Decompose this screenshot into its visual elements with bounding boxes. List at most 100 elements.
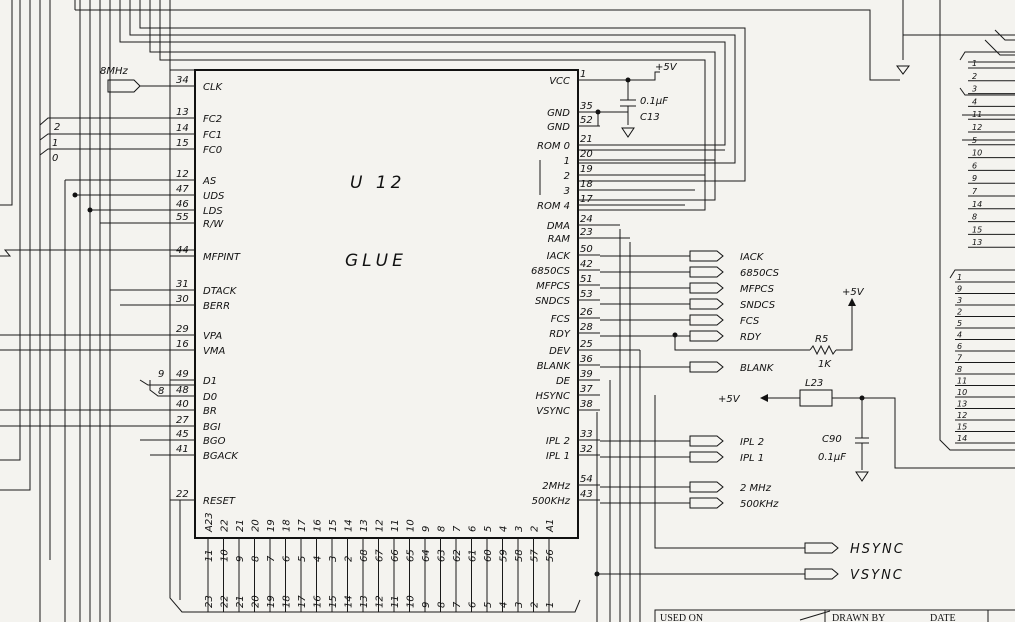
- d-number-8: 8: [158, 386, 164, 397]
- output-label: RDY: [740, 332, 762, 343]
- right-pin-number: 21: [580, 134, 593, 145]
- left-pin-name: RESET: [203, 496, 236, 507]
- output-connector: [804, 542, 839, 554]
- bus-number: 3: [972, 85, 977, 94]
- left-pin-number: 14: [176, 123, 189, 134]
- left-pin-name: AS: [202, 176, 217, 187]
- bottom-bus-number: 9: [421, 602, 432, 608]
- left-pin-name: R/W: [203, 219, 224, 230]
- left-pin-number: 34: [176, 75, 189, 86]
- clock-input-label: 8MHz: [100, 66, 129, 77]
- bottom-bus-number: 20: [251, 595, 262, 608]
- bus-number: 9: [957, 285, 962, 294]
- bottom-pin-label: 12: [375, 519, 386, 532]
- left-pin-name: D1: [203, 376, 217, 387]
- bottom-pin-label: 13: [359, 519, 370, 532]
- bottom-bus-number: 18: [282, 595, 293, 608]
- bottom-pin-number: 66: [390, 549, 401, 562]
- bus-number: 8: [972, 213, 977, 222]
- bottom-pin-number: 59: [499, 549, 510, 562]
- bottom-bus-number: 21: [235, 595, 246, 608]
- bottom-bus-number: 6: [468, 602, 479, 608]
- output-label: IPL 2: [740, 437, 764, 448]
- bottom-pin-number: 8: [251, 556, 262, 562]
- bottom-bus-number: 3: [514, 602, 525, 608]
- bottom-pin-label: 2: [530, 526, 541, 532]
- bus-number: 10: [957, 388, 967, 397]
- bottom-pin-number: 64: [421, 549, 432, 562]
- bottom-pin-label: 19: [266, 519, 277, 532]
- bottom-pin-number: 4: [313, 556, 324, 562]
- output-connector: [689, 314, 724, 326]
- bus-number: 14: [972, 200, 982, 209]
- bottom-pin-label: 9: [421, 526, 432, 532]
- output-connector: [689, 330, 724, 342]
- bottom-pin-label: 4: [499, 526, 510, 532]
- left-pin-number: 55: [176, 212, 189, 223]
- left-pin-number: 47: [176, 184, 189, 195]
- right-pin-name: DE: [556, 376, 571, 387]
- title-used-on: USED ON: [660, 613, 703, 622]
- bottom-bus-number: 8: [437, 602, 448, 608]
- right-pin-number: 50: [580, 244, 593, 255]
- bus-number: 5: [972, 136, 977, 145]
- right-pin-number: 53: [580, 289, 593, 300]
- l23-supply-label: +5V: [718, 394, 741, 405]
- right-pin-name: DEV: [549, 346, 571, 357]
- bottom-pin-label: 3: [514, 526, 525, 532]
- right-pin-name: FCS: [551, 314, 571, 325]
- right-pin-number: 51: [580, 274, 593, 285]
- c90-ref: C90: [822, 434, 842, 445]
- right-pin-name: 3: [564, 186, 570, 197]
- c13-value: 0.1µF: [640, 96, 668, 107]
- left-pin-name: BGACK: [203, 451, 239, 462]
- right-pin-name: 6850CS: [531, 266, 571, 277]
- left-pin-number: 15: [176, 138, 189, 149]
- bus-number: 15: [972, 225, 982, 234]
- bottom-pin-label: 21: [235, 519, 246, 532]
- bus-number: 9: [972, 174, 977, 183]
- left-pin-group: 34CLK13FC214FC115FC012AS47UDS46LDS55R/W4…: [170, 75, 241, 507]
- left-pin-number: 45: [176, 429, 189, 440]
- right-pin-number: 42: [580, 259, 593, 270]
- bottom-bus-number: 12: [375, 595, 386, 608]
- bottom-pin-number: 10: [220, 549, 231, 562]
- bus-number: 14: [957, 434, 967, 443]
- left-pin-number: 22: [176, 489, 189, 500]
- right-pin-number: 24: [580, 214, 593, 225]
- bus-number: 11: [957, 377, 967, 386]
- left-pin-name: LDS: [203, 206, 223, 217]
- right-pin-number: 38: [580, 399, 593, 410]
- bottom-pin-number: 63: [437, 549, 448, 562]
- bottom-pin-number: 57: [530, 549, 541, 562]
- bottom-bus-number: 16: [313, 595, 324, 608]
- bus-number: 12: [972, 123, 982, 132]
- bottom-pin-number: 68: [359, 549, 370, 562]
- bottom-bus-number: 14: [344, 595, 355, 608]
- output-connector: [804, 568, 839, 580]
- left-pin-number: 16: [176, 339, 189, 350]
- right-pin-number: 54: [580, 474, 593, 485]
- bottom-bus-number: 17: [297, 595, 308, 608]
- bus-number: 4: [972, 97, 977, 106]
- bottom-bus-number: 5: [483, 602, 494, 608]
- output-label: 6850CS: [740, 268, 780, 279]
- right-pin-number: 36: [580, 354, 593, 365]
- bottom-pin-number: 60: [483, 549, 494, 562]
- left-pin-name: BGO: [203, 436, 226, 447]
- bus-number: 1: [972, 59, 977, 68]
- bus-number: 1: [957, 273, 962, 282]
- fc-number-2: 2: [54, 122, 60, 133]
- bus-number: 6: [972, 161, 977, 170]
- left-pin-name: FC1: [203, 130, 222, 141]
- bus-number: 4: [957, 331, 962, 340]
- bus-number: 3: [957, 296, 962, 305]
- left-pin-name: D0: [203, 392, 217, 403]
- bottom-pin-number: 9: [235, 556, 246, 562]
- right-pin-number: 26: [580, 307, 593, 318]
- bottom-bus-number: 11: [390, 595, 401, 608]
- bottom-pin-number: 6: [282, 556, 293, 562]
